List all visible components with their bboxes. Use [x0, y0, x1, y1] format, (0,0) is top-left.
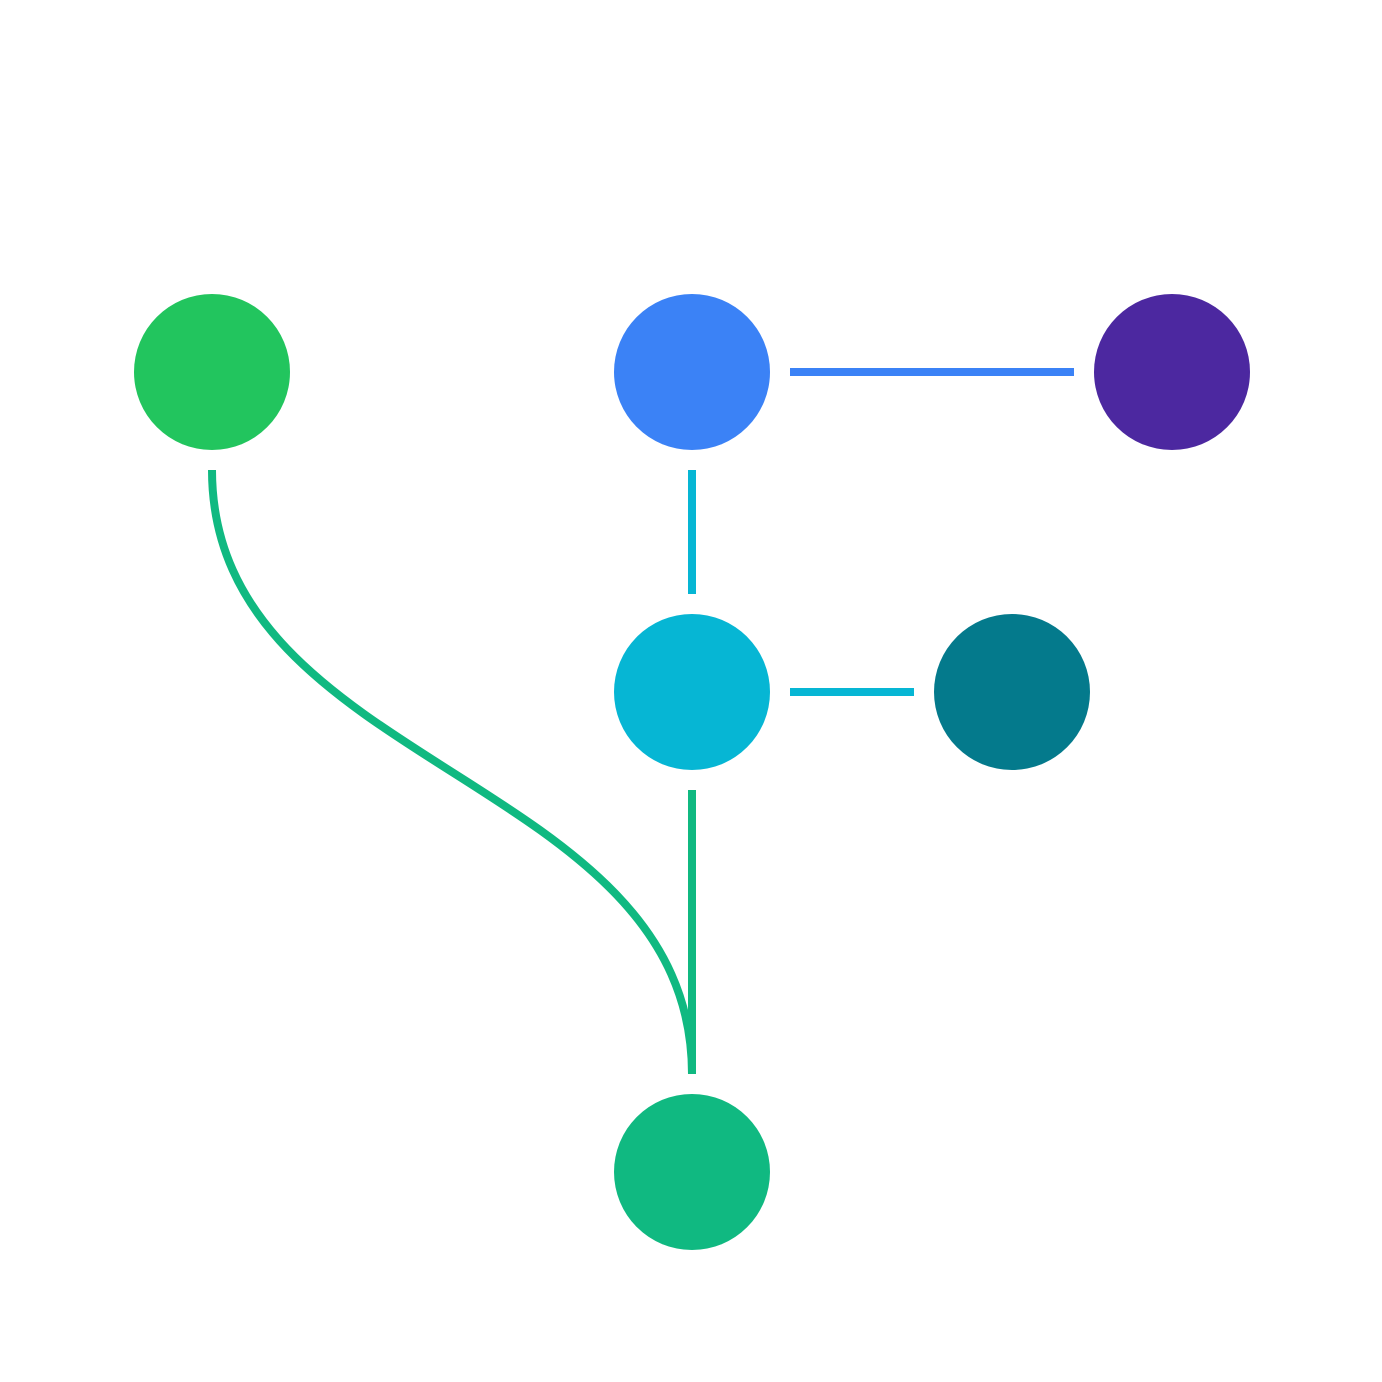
edge-top-left-to-bottom-center: [208, 469, 696, 1075]
node-top-right: [1094, 294, 1250, 450]
node-top-center: [614, 294, 770, 450]
nodes-layer: [134, 294, 1250, 1250]
node-middle-right: [934, 614, 1090, 770]
edges-layer: [208, 368, 1074, 1075]
node-bottom-center: [614, 1094, 770, 1250]
node-top-left: [134, 294, 290, 450]
node-middle-center: [614, 614, 770, 770]
